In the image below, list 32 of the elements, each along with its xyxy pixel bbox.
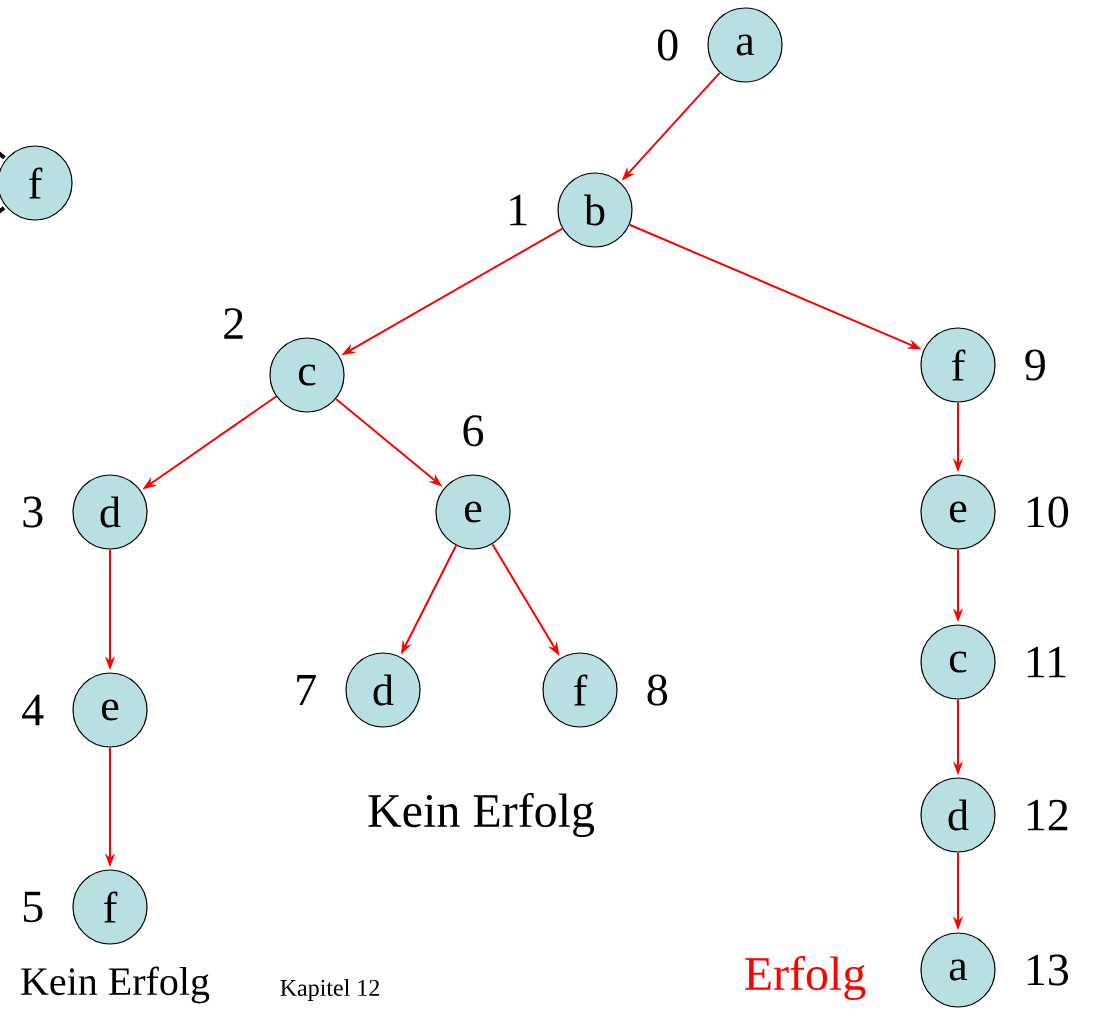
tree-node: c bbox=[920, 624, 996, 700]
tree-node: d bbox=[920, 777, 996, 853]
node-number: 6 bbox=[463, 415, 484, 447]
node-number: 2 bbox=[224, 308, 243, 339]
tree-node: a bbox=[920, 932, 996, 1008]
node-number: 11 bbox=[1027, 646, 1066, 678]
tree-node: d bbox=[72, 474, 148, 550]
tree-node: e bbox=[72, 672, 148, 748]
node-number: 3 bbox=[23, 496, 43, 528]
tree-node: f bbox=[920, 327, 996, 403]
node-number: 4 bbox=[22, 694, 44, 726]
node-number: 1 bbox=[510, 194, 527, 226]
status-text: Erfolg bbox=[745, 955, 866, 1001]
tree-node: d bbox=[345, 652, 421, 728]
status-text: Kein Erfolg bbox=[368, 792, 595, 838]
tree-node: f bbox=[72, 869, 148, 945]
tree-node: f bbox=[542, 652, 618, 728]
tree-node: e bbox=[920, 474, 996, 550]
node-number: 0 bbox=[657, 29, 678, 61]
status-text: Kapitel 12 bbox=[280, 979, 379, 1001]
node-number: 8 bbox=[647, 674, 668, 706]
node-number: 12 bbox=[1027, 799, 1068, 831]
tree-node: b bbox=[557, 172, 633, 248]
tree-node: c bbox=[269, 337, 345, 413]
tree-node: e bbox=[435, 474, 511, 550]
node-number: 10 bbox=[1027, 496, 1069, 528]
node-number: 5 bbox=[23, 891, 43, 923]
tree-node: f bbox=[0, 145, 73, 221]
tree-node: a bbox=[707, 7, 783, 83]
node-number: 7 bbox=[297, 674, 316, 706]
node-number: 9 bbox=[1025, 349, 1045, 381]
node-number: 13 bbox=[1027, 954, 1068, 986]
